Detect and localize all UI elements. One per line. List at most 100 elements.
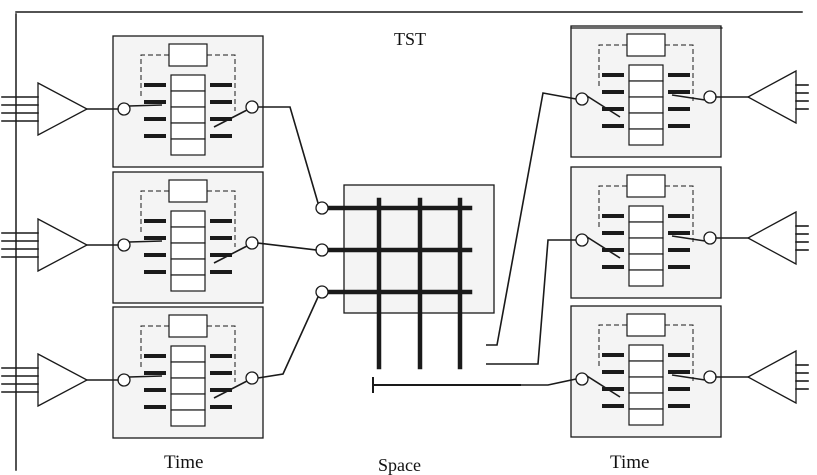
space-stage-label: Space: [378, 455, 421, 475]
read-wiper: [213, 380, 248, 399]
write-wiper: [128, 375, 163, 378]
switch-input-node: [315, 243, 329, 257]
amplifier-triangle: [37, 352, 89, 408]
amplifier-right-2: [746, 210, 809, 266]
control-dash-left: [140, 190, 169, 232]
control-dash-left: [140, 325, 169, 367]
slot-bar: [144, 405, 166, 409]
slot-bar: [602, 214, 624, 218]
control-dash-right: [665, 324, 694, 381]
slot-bar: [144, 219, 166, 223]
control-dash-right: [665, 185, 694, 242]
control-dash-right: [207, 54, 236, 111]
slot-bar: [602, 387, 624, 391]
tsi-right-1: [570, 25, 722, 158]
amplifier-left-3: [1, 352, 89, 408]
write-wiper: [671, 235, 706, 242]
read-wiper: [213, 245, 248, 264]
link-left-2: [257, 242, 317, 251]
read-wiper: [586, 95, 621, 118]
output-contact: [703, 370, 717, 384]
link-left-1: [258, 106, 319, 204]
control-memory-box: [626, 313, 666, 337]
write-wiper: [671, 374, 706, 381]
amplifier-left-2: [1, 217, 89, 273]
time-stage-right-label: Time: [610, 452, 650, 473]
speech-memory-cell: [628, 376, 664, 394]
slot-bar: [144, 270, 166, 274]
slot-bar: [144, 371, 166, 375]
control-memory-box: [626, 174, 666, 198]
control-memory-box: [168, 43, 208, 67]
write-wiper: [128, 240, 163, 243]
speech-memory-cell: [170, 226, 206, 244]
slot-bar: [602, 265, 624, 269]
slot-bar: [144, 253, 166, 257]
slot-bar: [602, 248, 624, 252]
amplifier-right-3: [746, 349, 809, 405]
read-wiper: [586, 375, 621, 398]
tsi-left-2: [112, 171, 264, 304]
input-contact: [575, 92, 589, 106]
slot-bar: [668, 107, 690, 111]
output-contact: [245, 100, 259, 114]
slot-bar: [210, 100, 232, 104]
slot-bar: [668, 370, 690, 374]
input-contact: [575, 372, 589, 386]
speech-memory-cell: [170, 258, 206, 276]
slot-bar: [602, 353, 624, 357]
output-contact: [245, 236, 259, 250]
switch-input-node: [315, 201, 329, 215]
speech-memory-cell: [170, 393, 206, 411]
control-memory-box: [168, 314, 208, 338]
speech-memory-cell: [628, 128, 664, 146]
speech-memory-cell: [628, 344, 664, 362]
slot-bar: [210, 83, 232, 87]
slot-bar: [144, 388, 166, 392]
slot-bar: [602, 124, 624, 128]
speech-memory-cell: [170, 242, 206, 260]
output-contact: [245, 371, 259, 385]
read-wiper: [586, 236, 621, 259]
time-stage-left-label: Time: [164, 452, 204, 473]
speech-memory-cell: [170, 138, 206, 156]
speech-memory-cell: [170, 274, 206, 292]
tsi-right-3: [570, 305, 722, 438]
slot-bar: [602, 107, 624, 111]
speech-memory-cell: [170, 74, 206, 92]
speech-memory-cell: [628, 112, 664, 130]
slot-bar: [668, 90, 690, 94]
slot-bar: [602, 231, 624, 235]
switch-input-node: [315, 285, 329, 299]
input-contact: [117, 102, 131, 116]
diagram-title: TST: [394, 29, 427, 49]
speech-memory-cell: [628, 237, 664, 255]
space-switch: [327, 184, 521, 393]
speech-memory-cell: [628, 253, 664, 271]
amplifier-triangle: [746, 210, 797, 266]
control-dash-right: [665, 44, 694, 101]
speech-memory-cell: [628, 221, 664, 239]
amplifier-triangle: [746, 349, 797, 405]
speech-memory-cell: [170, 361, 206, 379]
slot-bar: [602, 370, 624, 374]
slot-bar: [668, 387, 690, 391]
input-contact: [575, 233, 589, 247]
speech-memory-cell: [628, 408, 664, 426]
slot-bar: [602, 404, 624, 408]
input-contact: [117, 238, 131, 252]
control-dash-left: [598, 324, 627, 366]
slot-bar: [144, 83, 166, 87]
speech-memory-cell: [170, 90, 206, 108]
speech-memory-cell: [628, 64, 664, 82]
speech-memory-cell: [170, 409, 206, 427]
write-wiper: [671, 94, 706, 101]
control-dash-right: [207, 190, 236, 247]
slot-bar: [144, 134, 166, 138]
speech-memory-cell: [628, 392, 664, 410]
speech-memory-cell: [628, 360, 664, 378]
speech-memory-cell: [170, 106, 206, 124]
slot-bar: [210, 134, 232, 138]
speech-memory-cell: [628, 80, 664, 98]
